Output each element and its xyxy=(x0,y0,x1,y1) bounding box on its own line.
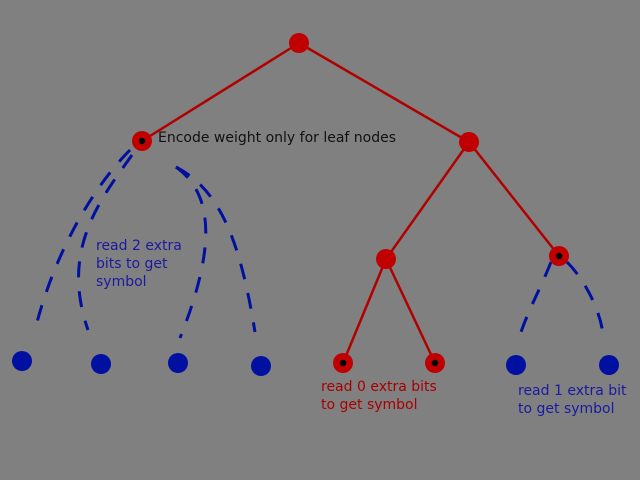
read-two-bits-label: read 2 extra bits to get symbol xyxy=(96,237,182,291)
read-zero-line-2: to get symbol xyxy=(321,397,418,413)
node-implied-1 xyxy=(12,351,32,371)
read-two-line-2: bits to get xyxy=(96,256,168,272)
node-implied-2 xyxy=(91,354,111,374)
read-one-line-2: to get symbol xyxy=(518,401,615,417)
edge-right-left-to-rl-leaf-2 xyxy=(384,258,437,364)
node-right-left xyxy=(376,249,396,269)
edge-right-left-to-rl-leaf-1 xyxy=(341,258,388,364)
read-zero-line-1: read 0 extra bits xyxy=(321,379,437,395)
read-two-line-1: read 2 extra xyxy=(96,238,182,254)
encode-weight-text: Encode weight only for leaf nodes xyxy=(158,130,397,146)
read-two-line-3: symbol xyxy=(96,274,147,290)
edge-left-to-implied-4 xyxy=(175,165,257,333)
encode-weight-label: Encode weight only for leaf nodes xyxy=(158,129,396,147)
node-rl-leaf-1-marker xyxy=(339,359,347,367)
node-root xyxy=(289,33,309,53)
edge-root-to-right xyxy=(298,41,470,144)
read-zero-bits-label: read 0 extra bits to get symbol xyxy=(321,378,437,414)
edge-left-to-implied-3 xyxy=(175,165,208,339)
edge-right-to-right-left xyxy=(384,141,471,260)
node-implied-5 xyxy=(506,355,526,375)
node-implied-6 xyxy=(599,355,619,375)
edge-left-to-implied-2 xyxy=(77,154,134,331)
read-one-bit-label: read 1 extra bit to get symbol xyxy=(518,382,627,418)
read-one-line-1: read 1 extra bit xyxy=(518,383,627,399)
edge-right-to-right-right xyxy=(468,141,560,257)
edge-right-right-to-implied-6 xyxy=(565,260,605,335)
node-implied-3 xyxy=(168,353,188,373)
node-right xyxy=(459,132,479,152)
node-rl-leaf-2-marker xyxy=(431,359,439,367)
edge-root-to-left xyxy=(141,41,300,143)
node-left-marker xyxy=(138,137,146,145)
edge-right-right-to-implied-5 xyxy=(517,261,553,339)
edge-left-to-implied-1 xyxy=(33,148,132,331)
node-right-right-marker xyxy=(555,252,563,260)
node-implied-4 xyxy=(251,356,271,376)
